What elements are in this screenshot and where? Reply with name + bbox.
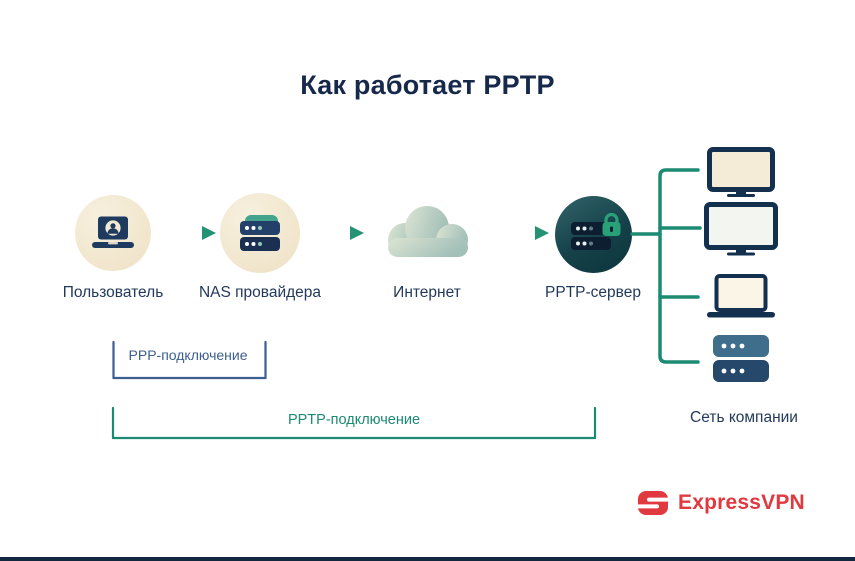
pptp-connection-label: PPTP-подключение [287, 412, 421, 428]
desktop-monitor-icon [707, 147, 775, 197]
nas-server-icon [240, 215, 280, 251]
cloud-icon [388, 206, 468, 257]
pptp-connection-bracket [111, 406, 597, 440]
locked-server-icon [570, 212, 620, 250]
user-node [75, 195, 151, 271]
pptp-server-node-label: PPTP-сервер [545, 284, 641, 301]
nas-node [220, 193, 300, 273]
footer-edge [0, 557, 855, 561]
server-icon [713, 335, 769, 382]
laptop-user-icon [92, 216, 134, 248]
flow-arrow-user-to-nas [158, 226, 216, 240]
ppp-connection-label: PPP-подключение [128, 347, 248, 363]
flow-arrow-internet-to-server [491, 226, 549, 240]
laptop-icon [707, 274, 775, 318]
pptp-server-node [555, 196, 632, 273]
page-title: Как работает PPTP [300, 70, 555, 100]
company-network-label: Сеть компании [690, 409, 798, 426]
nas-node-label: NAS провайдера [198, 284, 322, 301]
expressvpn-logo: ExpressVPN [637, 489, 805, 517]
expressvpn-icon [637, 491, 669, 515]
user-node-label: Пользователь [62, 284, 164, 301]
ppp-connection-bracket [112, 340, 267, 380]
desktop-monitor-icon [704, 202, 778, 256]
internet-node-label: Интернет [393, 284, 461, 301]
network-branch-lines [630, 168, 702, 364]
expressvpn-wordmark: ExpressVPN [678, 491, 805, 514]
flow-arrow-nas-to-internet [306, 226, 364, 240]
